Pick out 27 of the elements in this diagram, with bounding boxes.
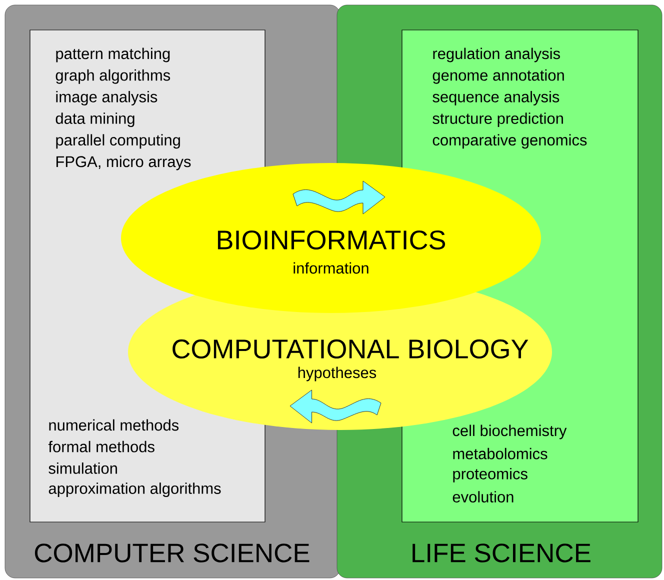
list-item: FPGA, micro arrays xyxy=(56,156,191,170)
list-item: formal methods xyxy=(48,440,154,452)
list-item: proteomics xyxy=(453,468,528,482)
list-item: numerical methods xyxy=(49,419,179,431)
ellipse-title: BIOINFORMATICS xyxy=(218,230,446,250)
list-item: metabolomics xyxy=(453,448,548,460)
panel-title: LIFE SCIENCE xyxy=(412,544,590,562)
list-item: image analysis xyxy=(56,90,158,106)
list-item: regulation analysis xyxy=(433,48,560,62)
list-item: sequence analysis xyxy=(432,90,560,106)
list-item: pattern matching xyxy=(56,48,170,62)
list-item: graph algorithms xyxy=(56,69,170,84)
list-item: simulation xyxy=(48,462,117,474)
wavy-arrow xyxy=(290,390,382,424)
list-item: structure prediction xyxy=(432,112,563,128)
ellipse-subtitle: information xyxy=(294,262,368,274)
list-item: evolution xyxy=(452,491,514,502)
panel-title: COMPUTER SCIENCE xyxy=(34,544,310,562)
list-item: approximation algorithms xyxy=(48,482,221,498)
list-item: parallel computing xyxy=(56,134,180,149)
wavy-arrow xyxy=(292,180,386,214)
list-item: data mining xyxy=(56,112,134,128)
list-item: genome annotation xyxy=(432,69,564,84)
list-item: comparative genomics xyxy=(432,134,587,149)
ellipse-title: COMPUTATIONAL BIOLOGY xyxy=(172,339,528,359)
list-item: cell biochemistry xyxy=(452,424,567,440)
ellipse-subtitle: hypotheses xyxy=(298,366,376,382)
